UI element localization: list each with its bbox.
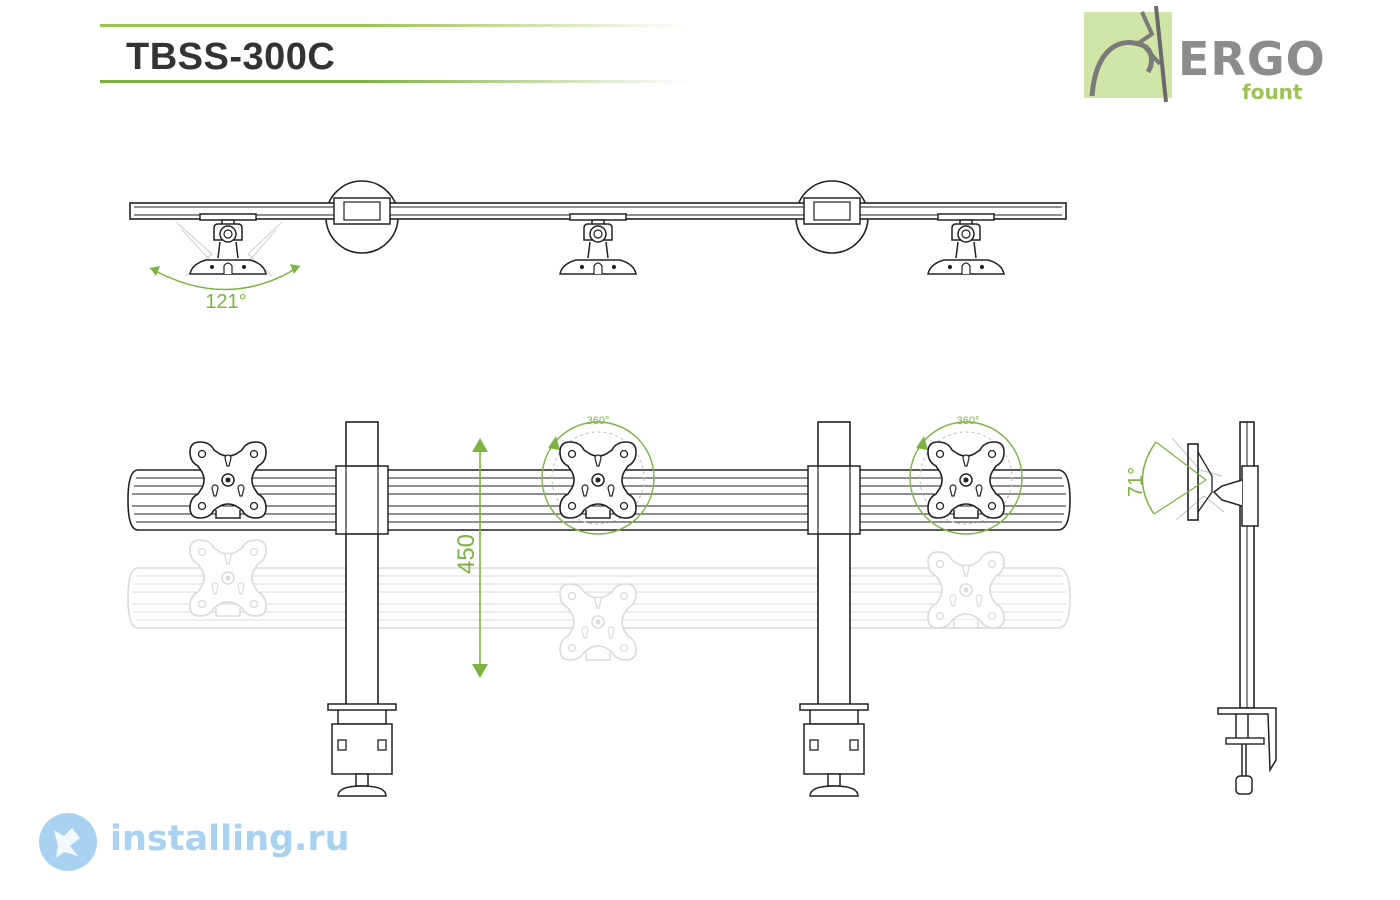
desk-clamp-left (327, 703, 397, 797)
logo-wordmark: ERGO (1178, 32, 1326, 86)
rotation-label-right: 360° (957, 415, 980, 427)
swivel-angle-label: 121° (205, 291, 246, 313)
watermark-logo-icon (39, 813, 97, 871)
pole-left (345, 421, 379, 707)
top-view: 121° (129, 180, 1067, 313)
tilt-joint-side (1212, 479, 1243, 507)
model-title: TBSS-300C (126, 36, 336, 78)
desk-clamp-right (799, 703, 869, 797)
swivel-head-right-top (927, 213, 1005, 275)
rotation-label-center: 360° (587, 415, 610, 427)
rotation-circle-center (541, 421, 655, 535)
front-view: 360° 360° 450 (127, 415, 1071, 797)
ergofount-logo: ERGO fount (1082, 5, 1325, 118)
tilt-angle-arc (1141, 441, 1157, 515)
logo-subword: fount (1242, 80, 1303, 104)
swivel-head-center-top (559, 213, 637, 275)
title-top-rule (100, 24, 690, 27)
swivel-angle-arc (149, 265, 301, 291)
logo-mark-icon (1084, 5, 1172, 103)
front-view-lowered (127, 539, 1071, 661)
rail-clamp-left (335, 465, 389, 535)
watermark-text: installing.ru (110, 819, 350, 859)
side-view: 71° (1125, 421, 1277, 795)
rail-clamp-right (807, 465, 861, 535)
title-block: TBSS-300C (100, 22, 690, 84)
desk-clamp-side (1217, 707, 1277, 773)
pole-right (817, 421, 851, 707)
watermark: installing.ru (20, 806, 350, 878)
title-bottom-rule (100, 80, 690, 83)
tilt-angle-label: 71° (1125, 467, 1147, 497)
vesa-plate-side (1187, 443, 1199, 521)
height-dimension-label: 450 (453, 534, 480, 574)
rotation-circle-right (909, 421, 1023, 535)
